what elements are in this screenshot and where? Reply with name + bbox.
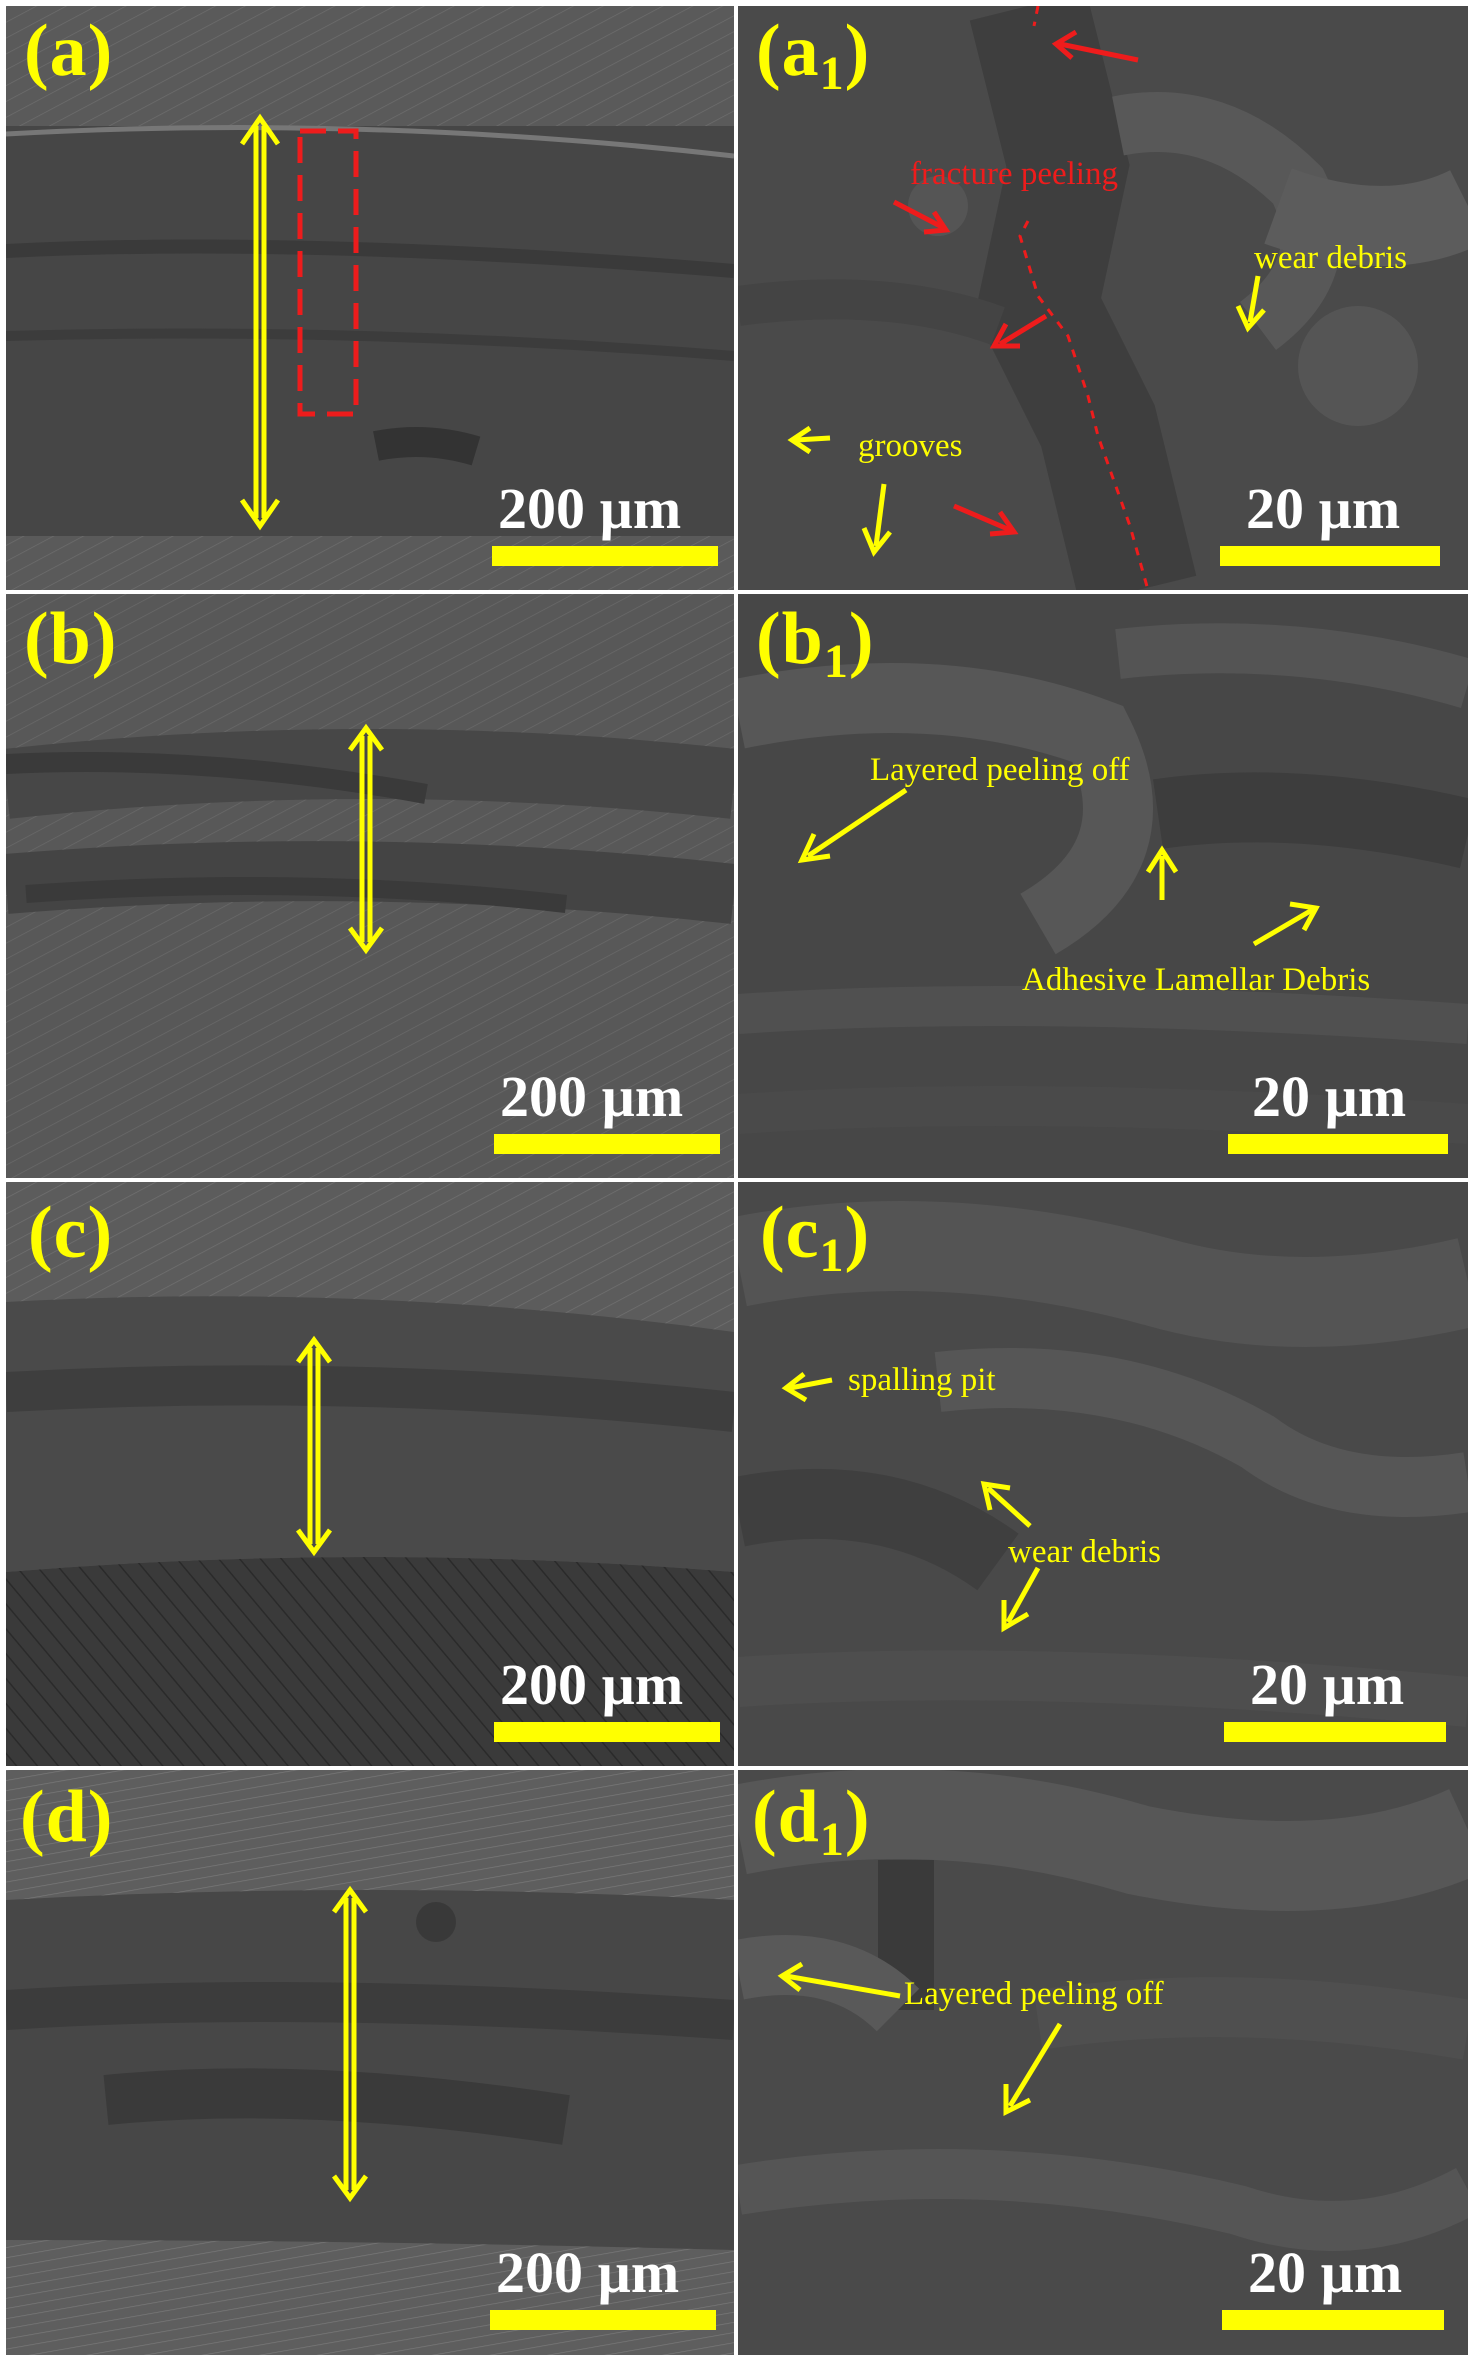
scale-label-a1: 20 µm [1246, 476, 1401, 541]
scale-bar-a [492, 546, 718, 566]
panel-label-c1: (c1) [760, 1192, 871, 1282]
panel-label-a1: (a1) [756, 10, 871, 100]
scale-label-d1: 20 µm [1248, 2240, 1403, 2305]
panel-label-b1: (b1) [756, 598, 875, 688]
sem-image-c [6, 1182, 734, 1766]
scale-bar-d1 [1222, 2310, 1444, 2330]
annotation-wear-debris: wear debris [1008, 1534, 1162, 1570]
scale-bar-a1 [1220, 546, 1440, 566]
scale-label-c1: 20 µm [1250, 1652, 1405, 1717]
sem-image-d [6, 1770, 734, 2355]
sem-panel-b1: (b1) Layered peeling off Adhesive Lamell… [738, 594, 1468, 1178]
sem-image-c1 [738, 1182, 1468, 1766]
sem-panel-c1: (c1) spalling pit wear debris 20 µm [738, 1182, 1468, 1766]
sem-panel-d1: (d1) Layered peeling off 20 µm [738, 1770, 1468, 2355]
scale-bar-b1 [1228, 1134, 1448, 1154]
annotation-spalling-pit: spalling pit [848, 1362, 996, 1398]
panel-label-a: (a) [24, 10, 114, 92]
scale-bar-b [494, 1134, 720, 1154]
sem-image-a [6, 6, 734, 590]
panel-label-b: (b) [24, 598, 118, 680]
annotation-layered-peeling: Layered peeling off [904, 1976, 1164, 2012]
sem-panel-b: (b) 200 µm [6, 594, 734, 1178]
sem-image-d1 [738, 1770, 1468, 2355]
scale-label-b: 200 µm [500, 1064, 684, 1129]
scale-label-a: 200 µm [498, 476, 682, 541]
scale-bar-c [494, 1722, 720, 1742]
sem-panel-a1: (a1) fracture peeling wear debris groove… [738, 6, 1468, 590]
annotation-adhesive-debris: Adhesive Lamellar Debris [1022, 962, 1371, 998]
panel-label-c: (c) [28, 1192, 114, 1274]
sem-panel-a: (a) 200 µm [6, 6, 734, 590]
scale-bar-c1 [1224, 1722, 1446, 1742]
annotation-grooves: grooves [858, 428, 963, 464]
annotation-wear-debris: wear debris [1254, 240, 1408, 276]
sem-panel-c: (c) 200 µm [6, 1182, 734, 1766]
panel-label-d: (d) [20, 1776, 114, 1858]
annotation-fracture-peeling: fracture peeling [910, 156, 1118, 192]
scale-bar-d [490, 2310, 716, 2330]
panel-label-d1: (d1) [752, 1776, 871, 1866]
scale-label-b1: 20 µm [1252, 1064, 1407, 1129]
annotation-layered-peeling: Layered peeling off [870, 752, 1130, 788]
sem-panel-d: (d) 200 µm [6, 1770, 734, 2355]
sem-image-b1 [738, 594, 1468, 1178]
scale-label-c: 200 µm [500, 1652, 684, 1717]
scale-label-d: 200 µm [496, 2240, 680, 2305]
